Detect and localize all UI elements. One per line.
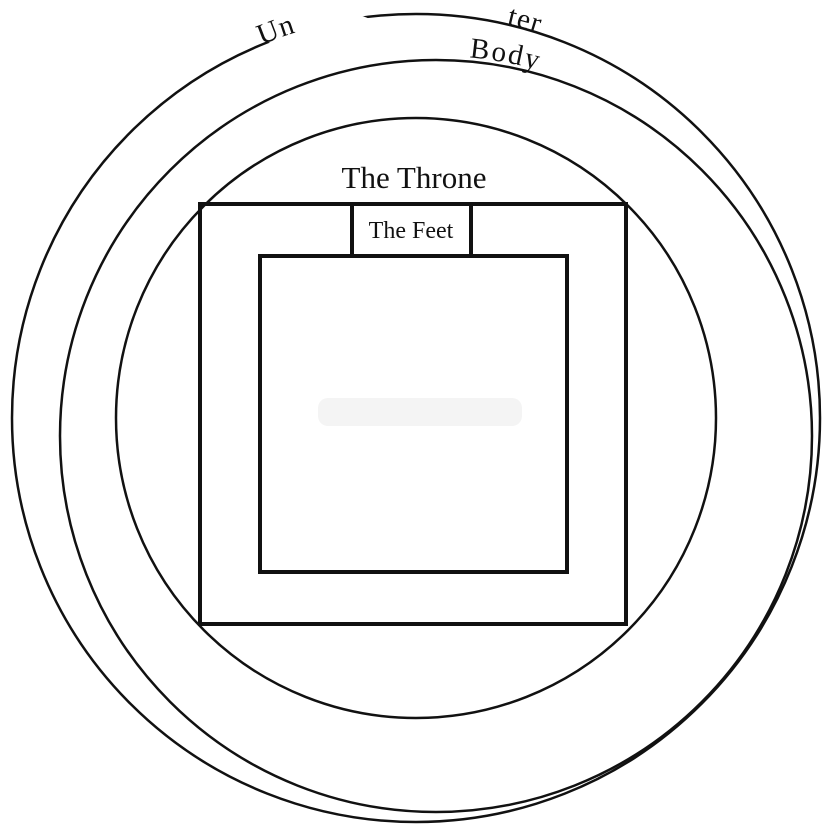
outer-ring bbox=[10, 12, 822, 824]
outer-ring-smudge bbox=[256, 10, 380, 50]
middle-ring-label: Body bbox=[468, 32, 545, 76]
throne-label: The Throne bbox=[342, 160, 487, 195]
inner-ring bbox=[114, 116, 718, 720]
inner-square bbox=[258, 254, 569, 574]
middle-ring bbox=[58, 58, 814, 814]
inner-square-smudge bbox=[318, 398, 522, 426]
middle-ring-smudge bbox=[248, 42, 368, 70]
feet-label: The Feet bbox=[369, 218, 454, 244]
